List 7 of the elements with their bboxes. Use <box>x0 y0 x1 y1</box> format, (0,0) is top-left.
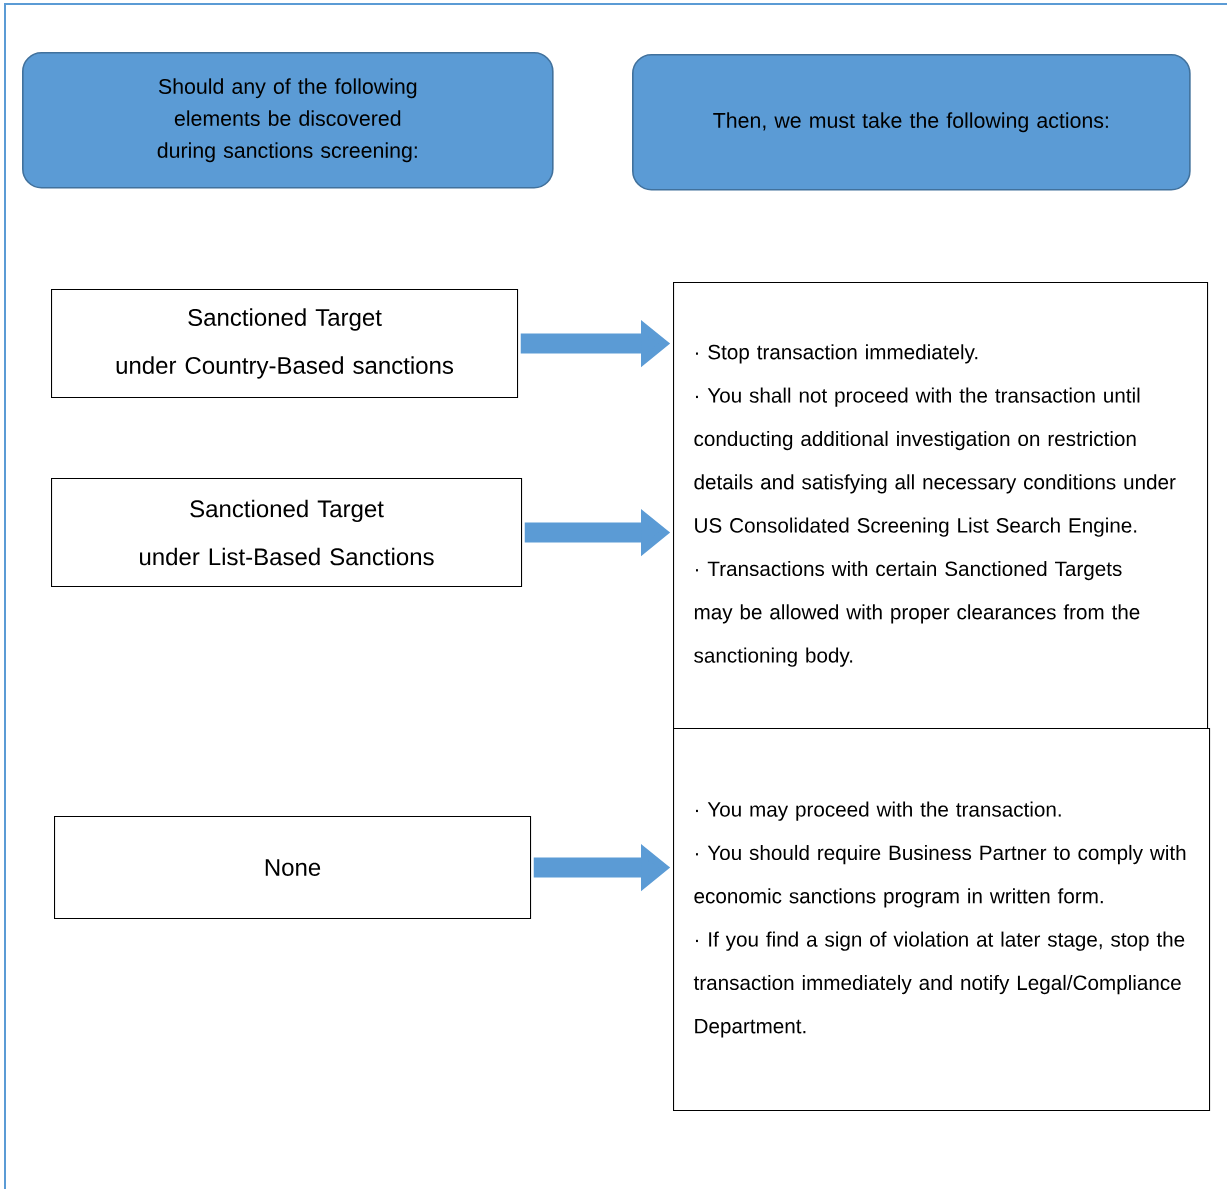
header-box: Then, we must take the following actions: <box>632 54 1191 191</box>
action-box: · You may proceed with the transaction. · You should require Business Partner to comply with economic sanctions program in written form. · If you find a sign of violation at later stage, stop the transaction immediately and notify Legal/Compliance Department. <box>673 728 1211 1112</box>
header-box: Should any of the following elements be discovered during sanctions screening: <box>22 52 554 189</box>
condition-box: None <box>54 816 532 920</box>
condition-box: Sanctioned Target under Country-Based sanctions <box>51 289 519 399</box>
action-box: · Stop transaction immediately. · You shall not proceed with the transaction until conducting additional investigation on restriction details and satisfying all necessary conditions under US Consolidated Screening List Search Engine. · Transactions with certain Sanctioned Targets may be allowed with proper clearances from the sanctioning body. <box>673 282 1209 730</box>
condition-box: Sanctioned Target under List-Based Sanctions <box>51 478 523 588</box>
